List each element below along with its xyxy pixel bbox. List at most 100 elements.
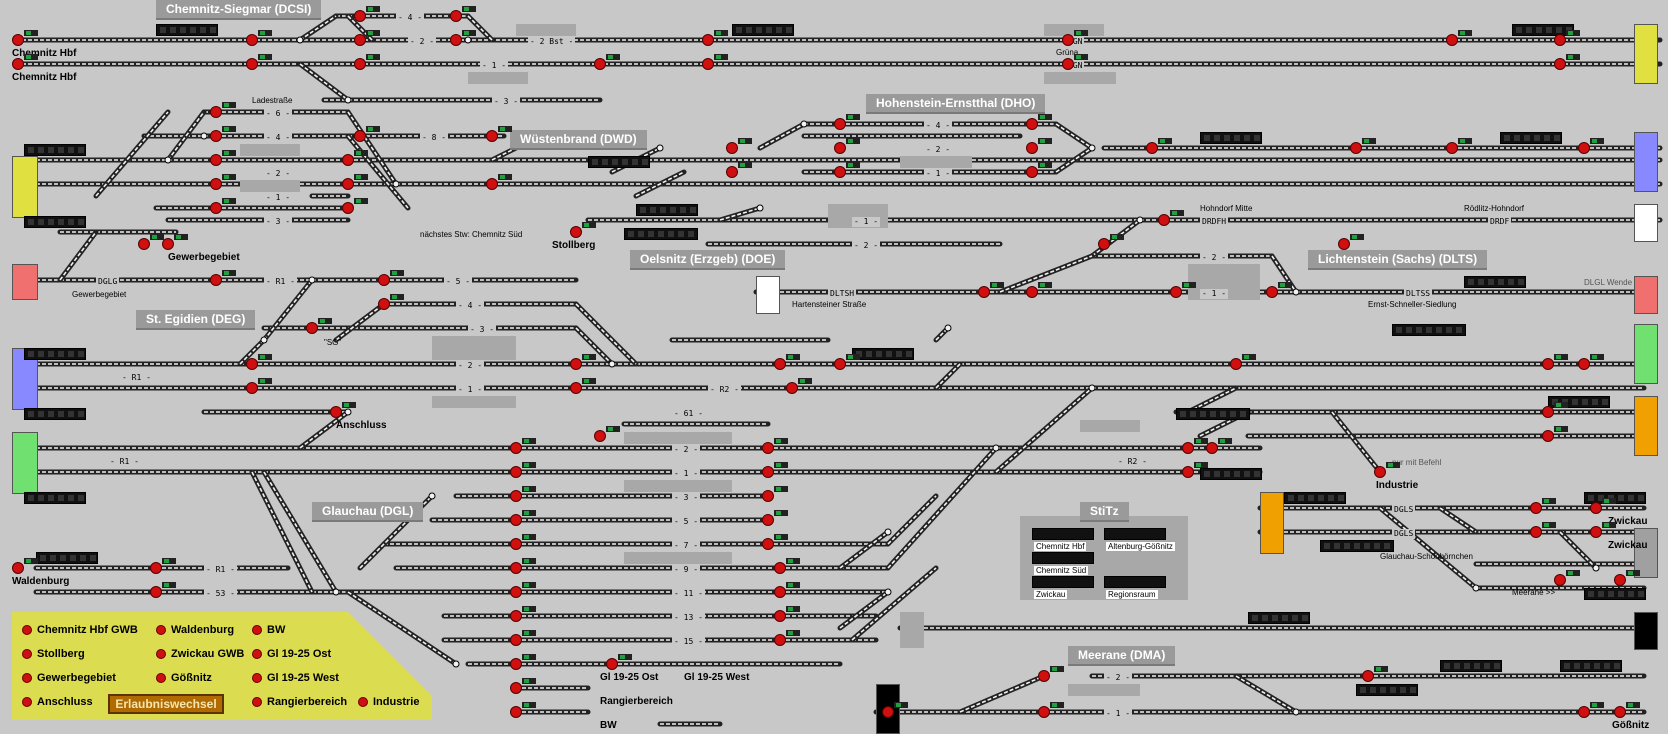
route-indicator[interactable]	[1200, 132, 1262, 144]
track-segment[interactable]	[933, 361, 963, 391]
switch-point[interactable]	[344, 96, 352, 104]
left-green-box[interactable]	[12, 432, 38, 494]
route-indicator[interactable]	[36, 552, 98, 564]
switch-point[interactable]	[1088, 144, 1096, 152]
route-indicator[interactable]	[24, 492, 86, 504]
track-segment[interactable]	[345, 13, 375, 43]
route-indicator[interactable]	[24, 216, 86, 228]
right-grey-box[interactable]	[1634, 528, 1658, 578]
route-indicator[interactable]	[24, 408, 86, 420]
signal-aspect-icon	[1040, 163, 1045, 167]
legend-industrie[interactable]: Industrie	[358, 696, 419, 708]
route-indicator[interactable]	[624, 228, 698, 240]
route-indicator[interactable]	[1464, 276, 1526, 288]
route-indicator[interactable]	[1200, 468, 1262, 480]
legend-gi-ost[interactable]: Gl 19-25 Ost	[252, 648, 331, 660]
route-indicator[interactable]	[156, 24, 218, 36]
route-indicator[interactable]	[1320, 540, 1394, 552]
switch-point[interactable]	[428, 492, 436, 500]
switch-point[interactable]	[308, 276, 316, 284]
route-indicator[interactable]	[1500, 132, 1562, 144]
left-yellow-box[interactable]	[12, 156, 38, 218]
switch-point[interactable]	[1592, 564, 1600, 572]
indicator-cell	[1574, 663, 1580, 669]
route-indicator[interactable]	[636, 204, 698, 216]
switch-point[interactable]	[1292, 708, 1300, 716]
legend-zwickau-gwb[interactable]: Zwickau GWB	[156, 648, 244, 660]
route-indicator[interactable]	[1392, 324, 1466, 336]
switch-point[interactable]	[884, 588, 892, 596]
switch-point[interactable]	[200, 132, 208, 140]
track-segment[interactable]	[465, 13, 495, 43]
route-indicator[interactable]	[1284, 492, 1346, 504]
route-indicator[interactable]	[1584, 588, 1646, 600]
signal-aspect-icon	[224, 151, 229, 155]
route-indicator[interactable]	[24, 144, 86, 156]
legend-gossnitz[interactable]: Gößnitz	[156, 672, 212, 684]
mid-orange-box[interactable]	[1260, 492, 1284, 554]
signal-aspect-icon	[26, 55, 31, 59]
track-segment[interactable]	[237, 337, 267, 367]
right-red-box[interactable]	[1634, 276, 1658, 314]
switch-point[interactable]	[944, 324, 952, 332]
switch-point[interactable]	[656, 144, 664, 152]
stitz-chemnitz-hbf-indicator[interactable]	[1032, 528, 1094, 540]
switch-point[interactable]	[464, 36, 472, 44]
legend-anschluss[interactable]: Anschluss	[22, 696, 93, 708]
legend-rangierbereich[interactable]: Rangierbereich	[252, 696, 347, 708]
track-label-1e: - 1 -	[924, 169, 953, 179]
route-indicator[interactable]	[852, 348, 914, 360]
route-indicator[interactable]	[1176, 408, 1250, 420]
switch-point[interactable]	[1088, 384, 1096, 392]
route-indicator[interactable]	[1248, 612, 1310, 624]
route-indicator[interactable]	[1560, 660, 1622, 672]
switch-point[interactable]	[332, 588, 340, 596]
route-indicator[interactable]	[24, 348, 86, 360]
left-red-box[interactable]	[12, 264, 38, 300]
switch-point[interactable]	[1472, 584, 1480, 592]
stitz-zwickau-indicator[interactable]	[1032, 576, 1094, 588]
route-indicator[interactable]	[588, 156, 650, 168]
route-indicator[interactable]	[732, 24, 794, 36]
switch-point[interactable]	[344, 408, 352, 416]
track-segment[interactable]	[1233, 673, 1299, 715]
switch-point[interactable]	[992, 444, 1000, 452]
stitz-chemnitz-sued-indicator[interactable]	[1032, 552, 1094, 564]
mid-white-box[interactable]	[756, 276, 780, 314]
signal-aspect-icon	[224, 199, 229, 203]
right-green-box[interactable]	[1634, 324, 1658, 384]
switch-point[interactable]	[800, 120, 808, 128]
signal-lamp-icon	[510, 442, 522, 454]
switch-point[interactable]	[164, 156, 172, 164]
switch-point[interactable]	[608, 360, 616, 368]
switch-point[interactable]	[1292, 288, 1300, 296]
legend-waldenburg[interactable]: Waldenburg	[156, 624, 234, 636]
legend-stollberg[interactable]: Stollberg	[22, 648, 85, 660]
indicator-cell	[1556, 27, 1562, 33]
indicator-cell	[28, 411, 34, 417]
right-orange-box[interactable]	[1634, 396, 1658, 456]
route-indicator[interactable]	[1440, 660, 1502, 672]
legend-gewerbegebiet[interactable]: Gewerbegebiet	[22, 672, 116, 684]
stitz-altenburg-indicator[interactable]	[1104, 528, 1166, 540]
track-label-r1a: - R1 -	[264, 277, 297, 287]
switch-point[interactable]	[1136, 216, 1144, 224]
route-indicator[interactable]	[1512, 24, 1574, 36]
route-indicator[interactable]	[1356, 684, 1418, 696]
signal-aspect-icon	[776, 535, 781, 539]
legend-gi-west[interactable]: Gl 19-25 West	[252, 672, 339, 684]
switch-point[interactable]	[452, 660, 460, 668]
erlaubniswechsel-button[interactable]: Erlaubniswechsel	[108, 694, 224, 714]
right-yellow-box[interactable]	[1634, 24, 1658, 84]
switch-point[interactable]	[296, 36, 304, 44]
right-black-box[interactable]	[1634, 612, 1658, 650]
stitz-regionsraum-indicator[interactable]	[1104, 576, 1166, 588]
switch-point[interactable]	[260, 336, 268, 344]
right-blue-box[interactable]	[1634, 132, 1658, 192]
legend-chemnitz-hbf-gwb[interactable]: Chemnitz Hbf GWB	[22, 624, 138, 636]
switch-point[interactable]	[884, 528, 892, 536]
switch-point[interactable]	[756, 204, 764, 212]
switch-point[interactable]	[392, 180, 400, 188]
right-white-box[interactable]	[1634, 204, 1658, 242]
legend-bw[interactable]: BW	[252, 624, 285, 636]
